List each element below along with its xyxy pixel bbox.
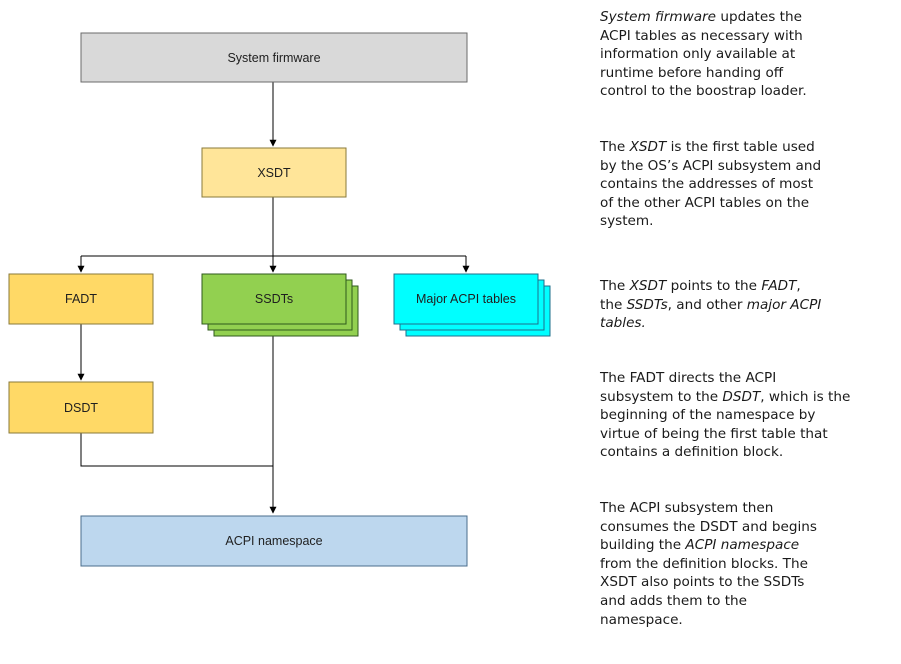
note-text: by the OS’s ACPI subsystem and bbox=[600, 157, 822, 174]
note-text: The ACPI subsystem then bbox=[600, 500, 774, 516]
note-text: information only available at bbox=[600, 46, 796, 63]
note-text: , which is the bbox=[760, 388, 851, 405]
note-text: and adds them to the bbox=[600, 592, 748, 609]
node-acpi-namespace-box bbox=[80, 515, 468, 567]
note-text: beginning of the namespace by bbox=[600, 407, 816, 424]
node-acpi-namespace-label: ACPI namespace bbox=[225, 534, 322, 548]
connectors bbox=[77, 82, 470, 514]
note-line: namespace. bbox=[600, 611, 817, 630]
node-major-box bbox=[393, 273, 539, 325]
note-text: XSDT also points to the SSDTs bbox=[600, 574, 805, 591]
note-text: , and other bbox=[667, 296, 747, 313]
note-line: The ACPI subsystem then bbox=[600, 499, 817, 518]
note-line: and adds them to the bbox=[600, 592, 817, 611]
note-line: The XSDT points to the FADT, bbox=[600, 277, 821, 296]
note-text: , bbox=[796, 278, 801, 294]
note-text: of the other ACPI tables on the bbox=[600, 194, 810, 211]
node-dsdt: DSDT bbox=[8, 381, 154, 434]
node-xsdt-box bbox=[201, 147, 347, 198]
note-line: control to the boostrap loader. bbox=[600, 82, 807, 101]
note-line: XSDT also points to the SSDTs bbox=[600, 573, 817, 592]
note-emphasis: tables. bbox=[600, 315, 646, 332]
note-emphasis: DSDT bbox=[722, 388, 761, 405]
note-line: information only available at bbox=[600, 45, 807, 64]
note-xsdt-pointers: The XSDT points to the FADT,the SSDTs, a… bbox=[600, 277, 821, 333]
acpi-diagram: System firmware XSDT FADT SSDTs Major AC… bbox=[8, 32, 551, 567]
note-line: subsystem to the DSDT, which is the bbox=[600, 388, 850, 407]
note-emphasis: XSDT bbox=[629, 278, 667, 294]
note-text: ACPI tables as necessary with bbox=[600, 27, 803, 44]
node-xsdt: XSDT bbox=[201, 147, 347, 198]
note-emphasis: XSDT bbox=[629, 139, 667, 155]
note-text: runtime before handing off bbox=[600, 64, 784, 81]
note-line: contains the addresses of most bbox=[600, 175, 821, 194]
note-text: The bbox=[600, 278, 630, 294]
note-line: from the definition blocks. The bbox=[600, 555, 817, 574]
node-acpi-namespace: ACPI namespace bbox=[80, 515, 468, 567]
note-emphasis: FADT bbox=[761, 278, 797, 294]
note-line: The FADT directs the ACPI bbox=[600, 369, 850, 388]
note-text: consumes the DSDT and begins bbox=[600, 518, 817, 535]
note-text: the bbox=[600, 296, 627, 313]
node-system-firmware-label: System firmware bbox=[227, 51, 320, 65]
note-line: System firmware updates the bbox=[600, 8, 807, 27]
node-major-label: Major ACPI tables bbox=[416, 292, 516, 306]
note-line: by the OS’s ACPI subsystem and bbox=[600, 157, 821, 176]
note-text: building the bbox=[600, 537, 686, 554]
note-text: contains the addresses of most bbox=[600, 176, 814, 193]
node-dsdt-label: DSDT bbox=[64, 401, 98, 415]
note-fadt-dsdt: The FADT directs the ACPI subsystem to th… bbox=[600, 369, 850, 462]
note-text: control to the boostrap loader. bbox=[600, 83, 807, 100]
note-text: system. bbox=[600, 213, 654, 230]
note-text: subsystem to the bbox=[600, 388, 723, 405]
note-line: system. bbox=[600, 212, 821, 231]
note-line: ACPI tables as necessary with bbox=[600, 27, 807, 46]
note-line: The XSDT is the first table used bbox=[600, 138, 821, 157]
node-fadt-box bbox=[8, 273, 154, 325]
note-line: building the ACPI namespace bbox=[600, 536, 817, 555]
node-xsdt-label: XSDT bbox=[257, 166, 291, 180]
note-text: is the first table used bbox=[666, 139, 815, 155]
node-dsdt-box bbox=[8, 381, 154, 434]
node-major-acpi-tables: Major ACPI tables bbox=[393, 273, 551, 337]
note-line: tables. bbox=[600, 314, 821, 333]
note-text: The FADT directs the ACPI bbox=[600, 370, 777, 386]
note-emphasis: major ACPI bbox=[746, 296, 822, 313]
note-namespace-build: The ACPI subsystem then consumes the DSDT… bbox=[600, 499, 817, 629]
node-ssdts-box bbox=[201, 273, 347, 325]
note-line: beginning of the namespace by bbox=[600, 406, 850, 425]
note-text: The bbox=[600, 139, 630, 155]
note-text: contains a definition block. bbox=[600, 444, 784, 461]
note-text: from the definition blocks. The bbox=[600, 555, 808, 572]
note-line: consumes the DSDT and begins bbox=[600, 518, 817, 537]
note-emphasis: ACPI namespace bbox=[685, 537, 800, 554]
node-fadt: FADT bbox=[8, 273, 154, 325]
note-text: points to the bbox=[666, 278, 762, 294]
note-emphasis: System firmware bbox=[600, 9, 717, 25]
note-line: contains a definition block. bbox=[600, 443, 850, 462]
node-fadt-label: FADT bbox=[65, 292, 97, 306]
note-emphasis: SSDTs bbox=[626, 296, 668, 313]
note-line: runtime before handing off bbox=[600, 64, 807, 83]
note-line: the SSDTs, and other major ACPI bbox=[600, 296, 821, 315]
node-ssdts-label: SSDTs bbox=[255, 292, 293, 306]
node-system-firmware-box bbox=[80, 32, 468, 83]
node-system-firmware: System firmware bbox=[80, 32, 468, 83]
note-text: namespace. bbox=[600, 611, 683, 628]
note-line: virtue of being the first table that bbox=[600, 425, 850, 444]
note-line: of the other ACPI tables on the bbox=[600, 194, 821, 213]
note-text: virtue of being the first table that bbox=[600, 425, 828, 442]
edge-dsdt-to-namespace bbox=[80, 433, 273, 467]
note-text: updates the bbox=[716, 9, 802, 25]
node-ssdts: SSDTs bbox=[201, 273, 359, 337]
